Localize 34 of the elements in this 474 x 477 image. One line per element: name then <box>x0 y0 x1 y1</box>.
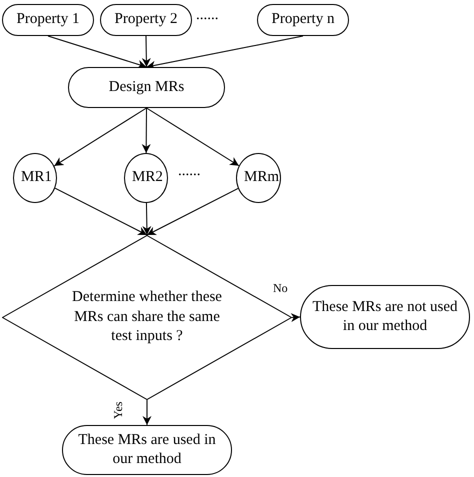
decision-diamond <box>2 235 292 400</box>
node-label: Property 2 <box>114 10 178 30</box>
rounded-box <box>100 4 192 36</box>
node-label: Design MRs <box>108 78 186 97</box>
node-label: MRm <box>243 168 277 188</box>
arrow <box>142 36 151 68</box>
node-label: These MRs are used in our method <box>77 430 217 469</box>
ellipsis-text: ...... <box>196 8 218 23</box>
node-label: Property 1 <box>16 10 80 30</box>
node-label: Property n <box>270 10 336 30</box>
node-label: These MRs are not used in our method <box>312 298 458 336</box>
node-label: Determine whether these MRs can share the same test inputs ? <box>71 288 223 346</box>
node-label: MR2 <box>131 168 164 188</box>
arrow <box>142 108 151 154</box>
ellipsis-text: ...... <box>178 164 200 179</box>
circle-node <box>236 153 281 203</box>
arrow <box>48 36 147 69</box>
arrow <box>142 400 152 426</box>
circle-node <box>124 153 168 203</box>
node-label: MR1 <box>20 168 53 188</box>
arrow <box>146 188 239 236</box>
arrow <box>54 188 148 236</box>
rounded-box <box>68 67 225 108</box>
arrow <box>142 202 152 236</box>
circle-node <box>13 153 57 203</box>
arrow <box>146 108 240 166</box>
rounded-box <box>62 425 232 475</box>
edge-label: Yes <box>112 400 124 420</box>
rounded-box <box>257 4 349 36</box>
edge-label: No <box>272 282 289 294</box>
arrow <box>146 36 304 70</box>
arrow <box>290 313 300 322</box>
arrow <box>54 108 147 166</box>
rounded-box <box>2 4 94 36</box>
